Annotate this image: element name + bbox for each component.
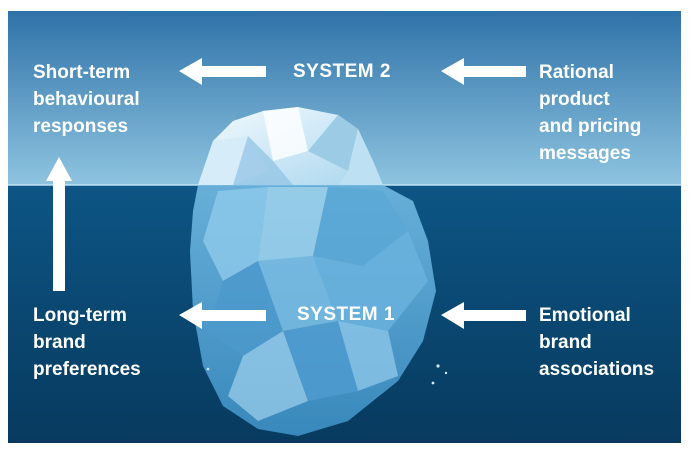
arrow-left-icon bbox=[179, 58, 266, 85]
rational-messages-label: Rational product and pricing messages bbox=[539, 62, 642, 164]
iceberg-diagram: Short-term behavioural responses SYSTEM … bbox=[8, 11, 681, 443]
arrow-left-icon bbox=[441, 58, 526, 85]
arrow-up-icon bbox=[46, 157, 72, 291]
iceberg-scene bbox=[8, 11, 681, 443]
arrow-left-icon bbox=[179, 302, 266, 329]
iceberg-tip bbox=[198, 107, 383, 185]
arrow-left-icon bbox=[441, 302, 526, 329]
long-term-preferences-label: Long-term brand preferences bbox=[33, 305, 141, 380]
iceberg-submerged bbox=[190, 185, 448, 436]
system2-label: SYSTEM 2 bbox=[293, 61, 391, 82]
emotional-associations-label: Emotional brand associations bbox=[539, 305, 655, 380]
short-term-responses-label: Short-term behavioural responses bbox=[33, 62, 140, 137]
system1-label: SYSTEM 1 bbox=[297, 304, 395, 325]
